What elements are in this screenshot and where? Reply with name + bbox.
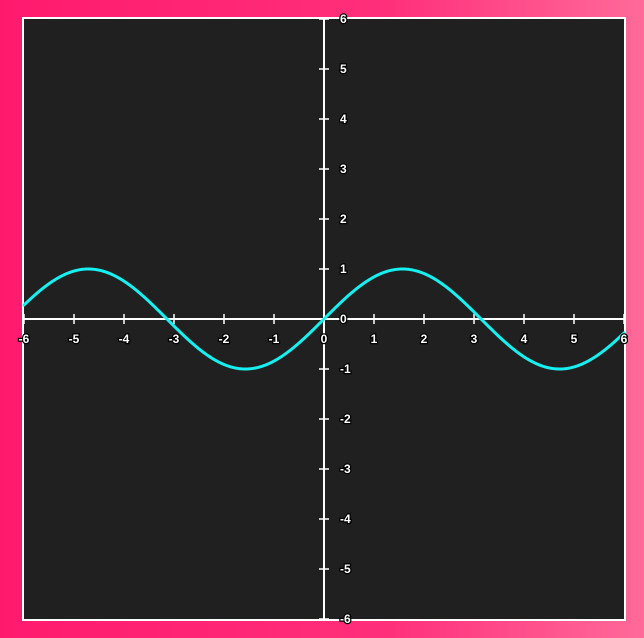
x-tick-label: 5 <box>571 332 578 346</box>
y-tick-label: -5 <box>340 562 351 576</box>
x-tick-label: 6 <box>621 332 628 346</box>
plot-area: -6 -5 -4 -3 -2 -1 0 1 2 3 4 5 6 -6 -5 -4 -3 -2 -1 0 1 2 3 4 5 6 <box>17 11 628 628</box>
x-tick-label: -4 <box>119 332 130 346</box>
x-tick-label: 4 <box>521 332 528 346</box>
tick-labels: -6 -5 -4 -3 -2 -1 0 1 2 3 4 5 6 -6 -5 -4 -3 -2 -1 0 1 2 3 4 5 6 <box>17 11 628 628</box>
y-tick-label: 5 <box>340 62 347 76</box>
x-tick-label: -5 <box>69 332 80 346</box>
x-tick-label: 1 <box>371 332 378 346</box>
y-tick-label: 3 <box>340 162 347 176</box>
x-tick-label: 3 <box>471 332 478 346</box>
y-tick-label: 6 <box>340 12 347 26</box>
y-tick-label: 0 <box>340 312 347 326</box>
y-tick-label: 4 <box>340 112 347 126</box>
series-layer <box>22 267 626 371</box>
sine-curve-line <box>22 267 626 371</box>
y-tick-label: 2 <box>340 212 347 226</box>
y-tick-label: -2 <box>340 412 351 426</box>
y-tick-label: -3 <box>340 462 351 476</box>
x-tick-label: -1 <box>269 332 280 346</box>
x-tick-label: -2 <box>219 332 230 346</box>
y-tick-label: -6 <box>340 612 351 626</box>
x-tick-label: 2 <box>421 332 428 346</box>
x-tick-label: 0 <box>321 332 328 346</box>
y-tick-label: -4 <box>340 512 351 526</box>
y-tick-label: 1 <box>340 262 347 276</box>
y-tick-label: -1 <box>340 362 351 376</box>
x-tick-label: -6 <box>19 332 30 346</box>
x-tick-label: -3 <box>169 332 180 346</box>
chart-svg: -6 -5 -4 -3 -2 -1 0 1 2 3 4 5 6 -6 -5 -4 -3 -2 -1 0 1 2 3 4 5 6 <box>17 11 628 628</box>
